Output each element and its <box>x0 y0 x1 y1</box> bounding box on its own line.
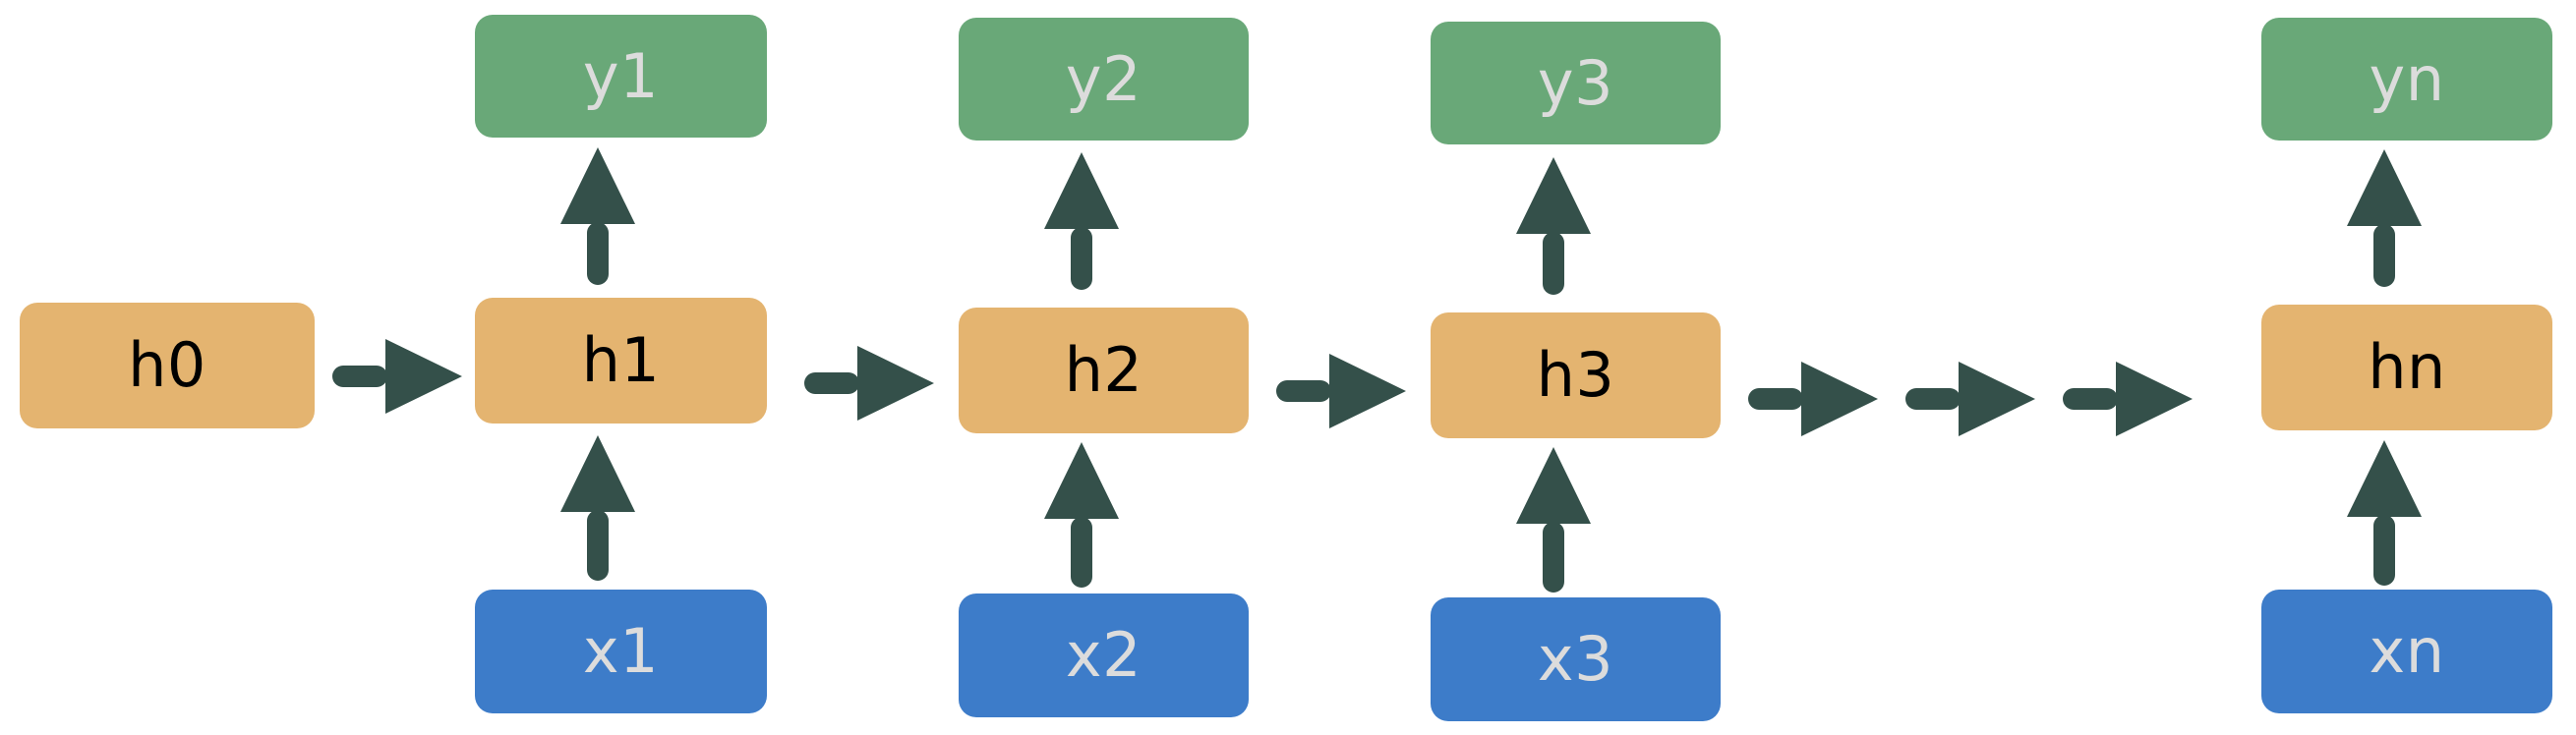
node-label-y3: y3 <box>1537 46 1614 119</box>
node-x2[interactable]: x2 <box>959 594 1249 717</box>
node-label-x3: x3 <box>1537 623 1614 695</box>
node-label-y2: y2 <box>1065 42 1142 115</box>
arrow-h1-to-h2 <box>804 346 934 421</box>
arrow-x1-to-h1 <box>560 435 635 581</box>
node-label-y1: y1 <box>582 39 660 112</box>
node-yn[interactable]: yn <box>2261 18 2552 141</box>
arrow-x3-to-h3 <box>1516 447 1591 593</box>
node-h3[interactable]: h3 <box>1431 312 1721 438</box>
node-x3[interactable]: x3 <box>1431 597 1721 721</box>
node-y2[interactable]: y2 <box>959 18 1249 141</box>
arrow-xn-to-hn <box>2347 440 2422 586</box>
arrow-x2-to-h2 <box>1044 442 1119 588</box>
arrow-h2-to-h3 <box>1276 354 1406 428</box>
node-h2[interactable]: h2 <box>959 308 1249 433</box>
arrow-ellipsis-middle <box>1905 362 2035 436</box>
node-x1[interactable]: x1 <box>475 590 767 713</box>
node-y3[interactable]: y3 <box>1431 22 1721 144</box>
node-label-h2: h2 <box>1064 334 1143 406</box>
node-label-yn: yn <box>2369 42 2445 115</box>
node-label-hn: hn <box>2368 331 2446 403</box>
node-xn[interactable]: xn <box>2261 590 2552 713</box>
node-h1[interactable]: h1 <box>475 298 767 424</box>
node-label-x2: x2 <box>1065 619 1142 691</box>
node-y1[interactable]: y1 <box>475 15 767 138</box>
arrow-h3-to-ellipsis <box>1748 362 1878 436</box>
arrow-hn-to-yn <box>2347 149 2422 287</box>
arrow-h2-to-y2 <box>1044 152 1119 290</box>
arrow-h1-to-y1 <box>560 147 635 285</box>
arrow-ellipsis-to-hn <box>2063 362 2193 436</box>
node-label-xn: xn <box>2369 615 2445 687</box>
node-h0[interactable]: h0 <box>20 303 315 428</box>
node-label-x1: x1 <box>582 615 660 687</box>
arrow-h0-to-h1 <box>332 339 462 414</box>
node-label-h1: h1 <box>581 324 661 396</box>
node-label-h0: h0 <box>128 329 206 401</box>
arrow-h3-to-y3 <box>1516 157 1591 295</box>
node-label-h3: h3 <box>1536 339 1615 411</box>
node-hn[interactable]: hn <box>2261 305 2552 430</box>
